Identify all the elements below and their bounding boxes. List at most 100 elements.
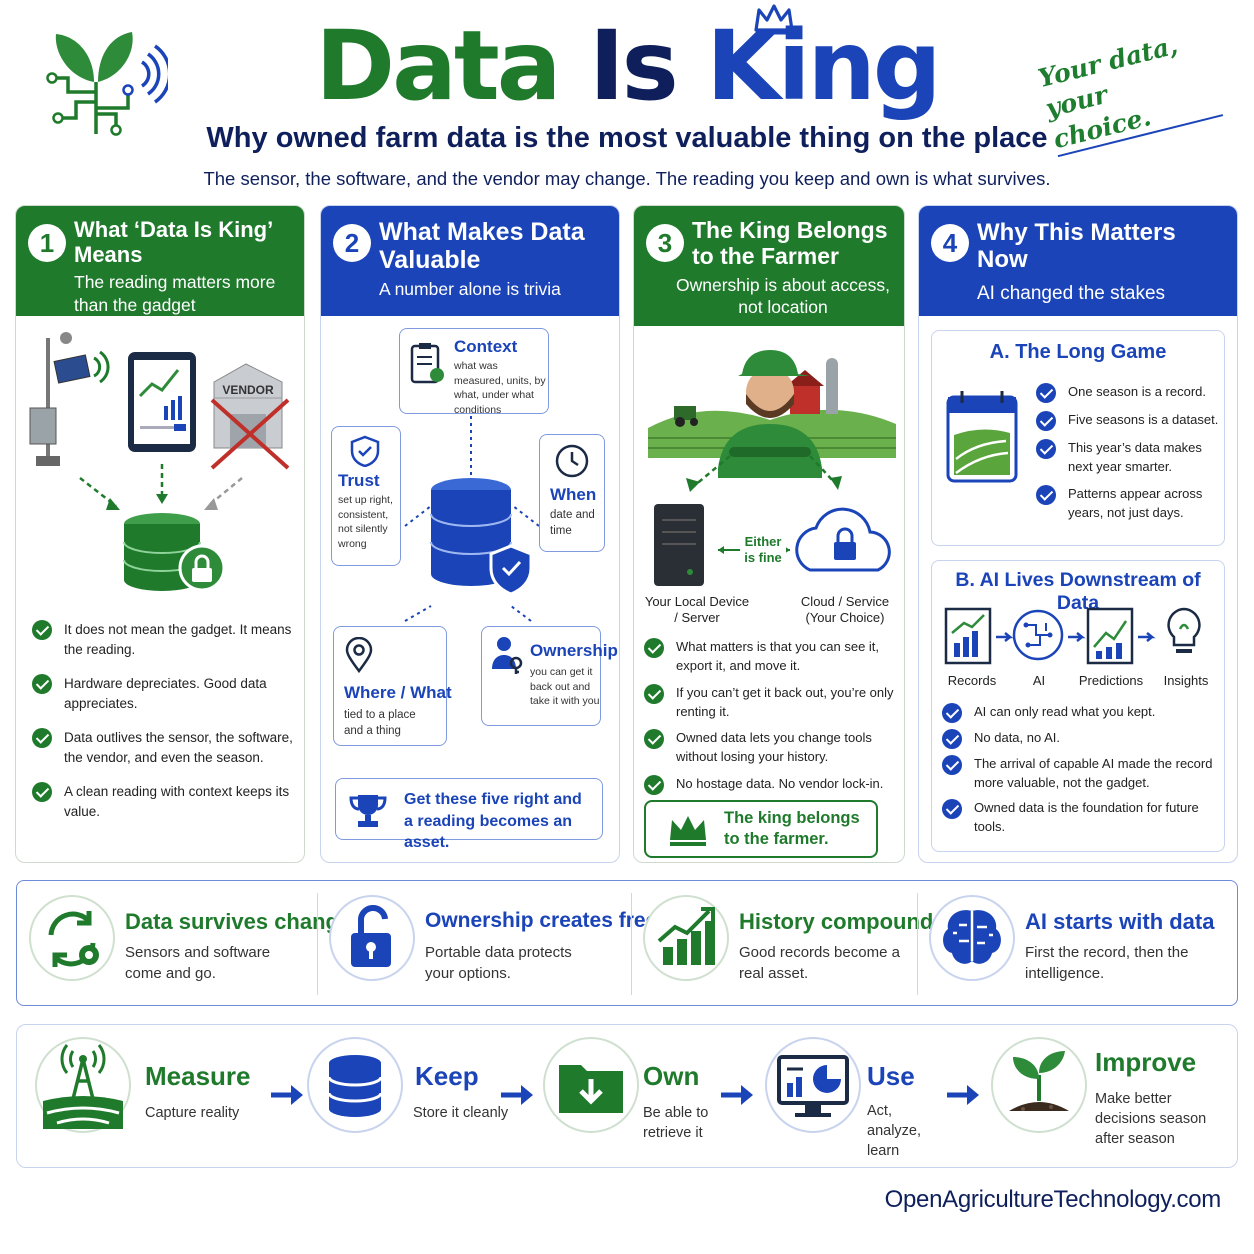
list-item: It does not mean the gadget. It means th… bbox=[32, 620, 294, 659]
column-3-subtitle: Ownership is about access, not location bbox=[676, 274, 890, 318]
column-3-header: 3 The King Belongs to the Farmer Ownersh… bbox=[634, 206, 904, 326]
flow-desc: Capture reality bbox=[145, 1105, 240, 1121]
records-chart-icon bbox=[944, 607, 992, 665]
list-item: If you can’t get it back out, you’re onl… bbox=[644, 683, 900, 722]
check-icon bbox=[942, 729, 962, 749]
strip-title: Data survives change bbox=[125, 909, 352, 934]
list-item: The arrival of capable AI made the recor… bbox=[942, 755, 1218, 793]
monitor-chart-icon bbox=[765, 1037, 861, 1133]
lightbulb-icon bbox=[1167, 607, 1201, 653]
page-tagline: The sensor, the software, and the vendor… bbox=[203, 168, 1051, 189]
card-title: Ownership bbox=[530, 641, 618, 660]
strip-item-history-compounds: History compounds Good records become a … bbox=[631, 881, 946, 1007]
seedling-icon bbox=[991, 1037, 1087, 1133]
database-icon bbox=[307, 1037, 403, 1133]
flow-desc: Act, analyze, learn bbox=[867, 1103, 922, 1159]
check-icon bbox=[32, 728, 52, 749]
data-lifecycle-flow: Measure Capture reality Keep Store it cl… bbox=[16, 1024, 1238, 1168]
flow-title: Keep bbox=[415, 1061, 479, 1091]
check-icon bbox=[644, 638, 664, 658]
growth-chart-icon bbox=[643, 895, 729, 981]
step-number-badge: 2 bbox=[333, 224, 371, 262]
farmer-illustration: Either is fine Your Local Device / Serve… bbox=[634, 328, 904, 628]
card-title: Where / What bbox=[344, 683, 452, 702]
tablet-chart-icon bbox=[128, 352, 196, 452]
check-icon bbox=[32, 620, 52, 640]
strip-title: History compounds bbox=[739, 909, 946, 934]
flow-desc: Make better decisions season after seaso… bbox=[1095, 1091, 1207, 1147]
crown-icon bbox=[753, 2, 795, 36]
sensor-tablet-vendor-illustration: VENDOR bbox=[16, 318, 304, 608]
callout-text: The king belongs to the farmer. bbox=[724, 809, 860, 849]
column-what-data-is-king-means: 1 What ‘Data Is King’ Means The reading … bbox=[15, 205, 305, 863]
connector-lines bbox=[404, 416, 540, 622]
check-icon bbox=[1036, 484, 1056, 505]
divider bbox=[631, 893, 632, 995]
list-item: Five seasons is a dataset. bbox=[1036, 411, 1220, 431]
strip-desc: Portable data protects your options. bbox=[425, 944, 572, 982]
shield-check-icon bbox=[350, 435, 380, 467]
divider bbox=[317, 893, 318, 995]
footer-url-link[interactable]: OpenAgricultureTechnology.com bbox=[884, 1186, 1222, 1213]
list-item: No data, no AI. bbox=[942, 729, 1218, 749]
flow-title: Own bbox=[643, 1061, 700, 1091]
panel-long-game: A. The Long Game One season is a record.… bbox=[931, 330, 1225, 546]
arrows bbox=[79, 464, 243, 510]
flow-title: Use bbox=[867, 1061, 915, 1091]
callout-five-right: Get these five right and a reading becom… bbox=[335, 778, 603, 851]
card-ownership: Ownership you can get it back out and ta… bbox=[481, 626, 618, 726]
card-context: Context what was measured, units, by wha… bbox=[399, 328, 549, 416]
ai-brain-icon bbox=[1012, 609, 1064, 661]
key-points-strip: Data survives change Sensors and softwar… bbox=[16, 880, 1238, 1006]
sprout-circuit-logo-icon bbox=[28, 22, 172, 142]
trophy-icon bbox=[349, 795, 387, 827]
card-title: When bbox=[550, 485, 597, 504]
card-title: Context bbox=[454, 337, 518, 356]
strip-title: AI starts with data bbox=[1025, 909, 1215, 934]
step-number-badge: 4 bbox=[931, 224, 969, 262]
list-item: One season is a record. bbox=[1036, 383, 1220, 403]
card-trust: Trust set up right, consistent, not sile… bbox=[331, 426, 401, 566]
card-where-what: Where / What tied to a place and a thing bbox=[333, 626, 452, 746]
card-when: When date and time bbox=[539, 434, 605, 552]
pipeline-label: Predictions bbox=[1078, 673, 1144, 688]
strip-desc: Good records become a real asset. bbox=[739, 944, 900, 982]
check-icon bbox=[32, 782, 52, 803]
check-icon bbox=[644, 683, 664, 704]
title-word-king: King bbox=[706, 10, 941, 122]
title-word-data: Data bbox=[315, 10, 561, 122]
unlocked-padlock-icon bbox=[329, 895, 415, 981]
pipeline-label: Records bbox=[947, 673, 997, 688]
divider bbox=[917, 893, 918, 995]
flow-title: Improve bbox=[1095, 1047, 1197, 1077]
card-desc: what was measured, units, by what, under… bbox=[454, 360, 546, 417]
list-item: No hostage data. No vendor lock-in. bbox=[644, 775, 900, 796]
list-item: AI can only read what you kept. bbox=[942, 703, 1218, 723]
strip-title: Ownership creates freedom bbox=[425, 909, 702, 932]
ai-pipeline-icons bbox=[944, 607, 1201, 665]
title-word-is: Is bbox=[588, 10, 679, 122]
panel-title: A. The Long Game bbox=[989, 341, 1167, 363]
circuit-brain-icon bbox=[929, 895, 1015, 981]
list-item: Patterns appear across years, not just d… bbox=[1036, 484, 1220, 523]
list-item: What matters is that you can see it, exp… bbox=[644, 638, 900, 676]
column-1-subtitle: The reading matters more than the gadget bbox=[74, 272, 276, 315]
column-4-header: 4 Why This Matters Now AI changed the st… bbox=[919, 206, 1237, 316]
arrow-right-icon bbox=[721, 1085, 753, 1105]
check-icon bbox=[942, 703, 962, 723]
strip-item-ownership-freedom: Ownership creates freedom Portable data … bbox=[317, 881, 702, 1007]
column-3-bullets: What matters is that you can see it, exp… bbox=[644, 638, 900, 796]
crown-icon bbox=[670, 816, 706, 846]
pipeline-label: Insights bbox=[1163, 673, 1209, 688]
callout-text: Get these five right and a reading becom… bbox=[404, 791, 582, 852]
column-1-title: What ‘Data Is King’ Means bbox=[74, 217, 273, 267]
column-2-subtitle: A number alone is trivia bbox=[379, 279, 561, 299]
either-is-fine-label: Either is fine bbox=[740, 534, 786, 566]
cloud-service-label: Cloud / Service (Your Choice) bbox=[800, 594, 890, 626]
arrow-right-icon bbox=[271, 1085, 303, 1105]
list-item: A clean reading with context keeps its v… bbox=[32, 782, 294, 821]
antenna-field-icon bbox=[35, 1037, 131, 1133]
check-icon bbox=[1036, 411, 1056, 431]
pipeline-label: AI bbox=[1032, 673, 1046, 688]
panel-b-bullets: AI can only read what you kept. No data,… bbox=[942, 703, 1218, 836]
